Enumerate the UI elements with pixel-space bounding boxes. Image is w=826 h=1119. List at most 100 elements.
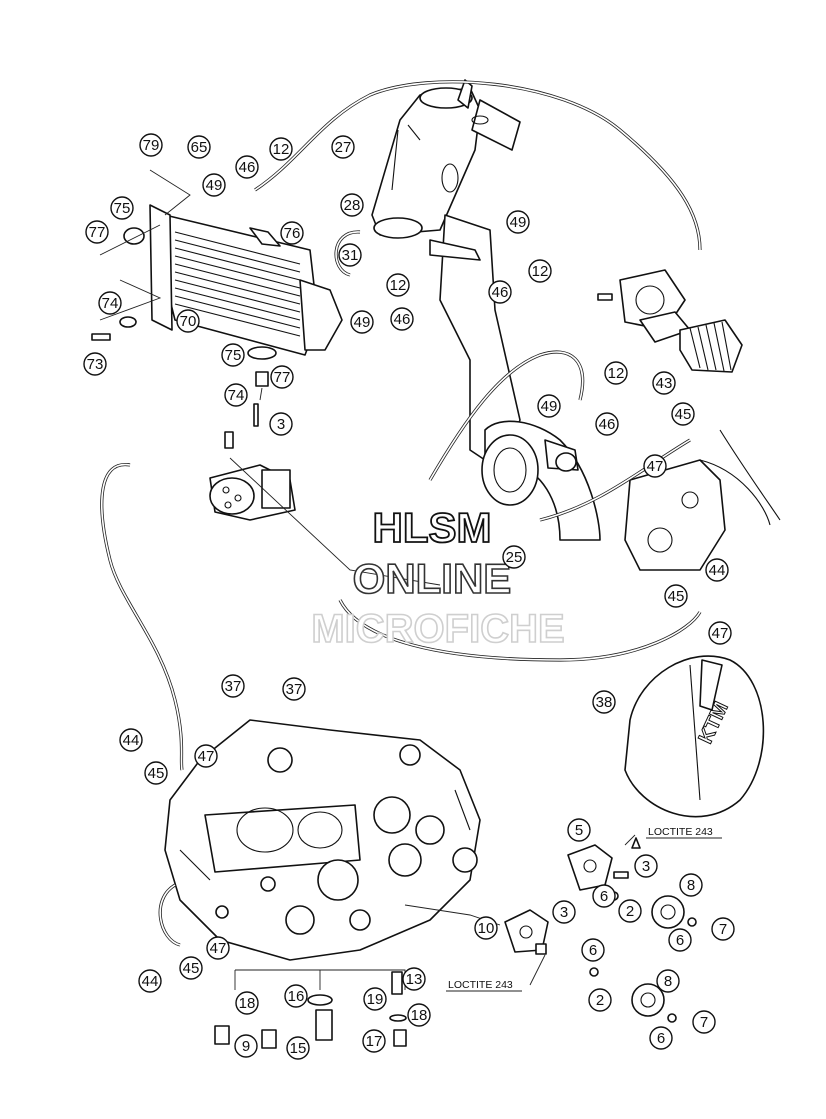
callout-circle [634, 854, 658, 878]
callout-number: 2 [626, 903, 634, 920]
callout-circle [139, 133, 163, 157]
callout-number: 38 [596, 694, 613, 711]
callout-circle [552, 900, 576, 924]
callout-12d: 12 [604, 361, 628, 385]
frame-steering-head [371, 79, 521, 239]
callout-number: 74 [102, 295, 119, 312]
callout-circle [407, 1003, 431, 1027]
oil-hoses [100, 80, 702, 947]
callout-number: 43 [656, 375, 673, 392]
callout-circle [270, 365, 294, 389]
callout-7b: 7 [692, 1010, 716, 1034]
callout-number: 7 [700, 1014, 708, 1031]
callout-5: 5 [567, 818, 591, 842]
oil-cooler [91, 204, 343, 427]
callout-circle [362, 1029, 386, 1053]
callout-49a: 49 [202, 173, 226, 197]
callout-circle [502, 545, 526, 569]
callout-number: 5 [575, 822, 583, 839]
callout-6b: 6 [668, 928, 692, 952]
oil-pump-10 [504, 909, 549, 955]
callout-circle [83, 352, 107, 376]
callout-circle [488, 280, 512, 304]
callout-number: 12 [390, 277, 407, 294]
callout-12b: 12 [386, 273, 410, 297]
callout-circle [671, 402, 695, 426]
callout-70: 70 [176, 309, 200, 333]
callout-47a: 47 [643, 454, 667, 478]
callout-number: 73 [87, 356, 104, 373]
callout-circle [581, 938, 605, 962]
callout-circle [711, 917, 735, 941]
loctite-note-top: LOCTITE 243 [648, 826, 713, 838]
callout-10: 10 [474, 916, 498, 940]
callout-circle [340, 193, 364, 217]
callout-number: 74 [228, 387, 245, 404]
callout-number: 15 [290, 1040, 307, 1057]
callout-19: 19 [363, 987, 387, 1011]
callout-number: 77 [89, 224, 106, 241]
callout-18b: 18 [407, 1003, 431, 1027]
callout-circle [567, 818, 591, 842]
callout-37b: 37 [282, 677, 306, 701]
oil-pump-housing [209, 431, 296, 521]
callout-45a: 45 [671, 402, 695, 426]
callout-number: 10 [478, 920, 495, 937]
callout-circle [363, 987, 387, 1011]
callout-circle [280, 221, 304, 245]
watermark: HLSM ONLINE MICROFICHE [311, 503, 566, 652]
callout-12c: 12 [528, 259, 552, 283]
callout-circle [537, 394, 561, 418]
callout-49b: 49 [506, 210, 530, 234]
callout-circle [235, 155, 259, 179]
callout-number: 6 [657, 1030, 665, 1047]
callout-3a: 3 [269, 412, 293, 436]
callout-44a: 44 [705, 558, 729, 582]
callout-number: 16 [288, 988, 305, 1005]
callout-number: 44 [709, 562, 726, 579]
callout-circle [187, 135, 211, 159]
callout-circle [592, 884, 616, 908]
callout-number: 7 [719, 921, 727, 938]
callout-number: 28 [344, 197, 361, 214]
callout-2a: 2 [618, 899, 642, 923]
callout-number: 65 [191, 139, 208, 156]
callout-9: 9 [234, 1034, 258, 1058]
callout-circle [176, 309, 200, 333]
callout-number: 44 [123, 732, 140, 749]
callout-circle [604, 361, 628, 385]
callout-46c: 46 [390, 307, 414, 331]
callout-number: 3 [642, 858, 650, 875]
callout-number: 47 [712, 625, 729, 642]
callout-number: 49 [541, 398, 558, 415]
callout-43: 43 [652, 371, 676, 395]
callout-number: 9 [242, 1038, 250, 1055]
callout-circle [402, 967, 426, 991]
callout-circle [679, 873, 703, 897]
callout-47d: 47 [206, 936, 230, 960]
callout-15: 15 [286, 1036, 310, 1060]
callout-circle [110, 196, 134, 220]
callout-circle [269, 137, 293, 161]
callout-6c: 6 [581, 938, 605, 962]
callout-circle [282, 677, 306, 701]
callout-77a: 77 [85, 220, 109, 244]
callout-circle [390, 307, 414, 331]
loctite-note-bottom: LOCTITE 243 [448, 979, 513, 991]
watermark-line3: MICROFICHE [311, 607, 564, 651]
callout-number: 12 [608, 365, 625, 382]
frame-downtube [429, 214, 601, 541]
callout-number: 6 [600, 888, 608, 905]
callout-circle [206, 936, 230, 960]
loctite-notes: LOCTITE 243 LOCTITE 243 [446, 826, 722, 992]
callout-number: 44 [142, 973, 159, 990]
watermark-line1: HLSM [373, 504, 492, 551]
callout-number: 27 [335, 139, 352, 156]
callout-number: 6 [589, 942, 597, 959]
callout-75a: 75 [110, 196, 134, 220]
callout-27: 27 [331, 135, 355, 159]
callout-2b: 2 [588, 988, 612, 1012]
callout-number: 76 [284, 225, 301, 242]
callout-7a: 7 [711, 917, 735, 941]
